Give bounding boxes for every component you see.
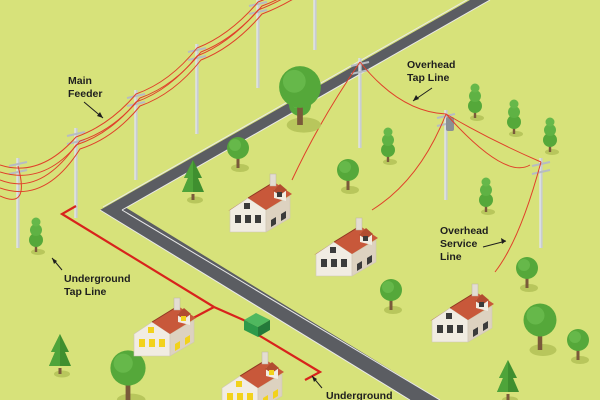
label-underground-tap-line-line1: Underground [64,273,131,285]
label-overhead-tap-line-line2: Tap Line [407,72,450,84]
main-feeder-wires [0,0,293,200]
label-underground-tap-line: Underground Tap Line [51,257,131,298]
house [221,351,285,400]
label-overhead-service-line-line1: Overhead [440,225,488,237]
label-main-feeder: Main Feeder [68,75,104,119]
label-overhead-service-line: Overhead Service Line [440,225,507,263]
label-overhead-service-line-line2: Service [440,238,478,250]
overhead-service-lines [291,61,542,273]
houses [133,173,495,400]
label-main-feeder-line1: Main [68,75,92,87]
house [313,217,379,277]
label-overhead-tap-line-line1: Overhead [407,59,455,71]
house [227,173,293,233]
pad-mounted-transformer [244,313,270,337]
label-main-feeder-line2: Feeder [68,88,102,100]
label-underground-tap-line-line2: Tap Line [64,286,107,298]
label-underground-service-line-line1: Underground [326,390,393,400]
house [133,297,197,357]
label-overhead-tap-line: Overhead Tap Line [407,59,455,102]
house [429,283,495,343]
label-underground-service-line: Underground [311,375,393,400]
label-overhead-service-line-line3: Line [440,251,462,263]
